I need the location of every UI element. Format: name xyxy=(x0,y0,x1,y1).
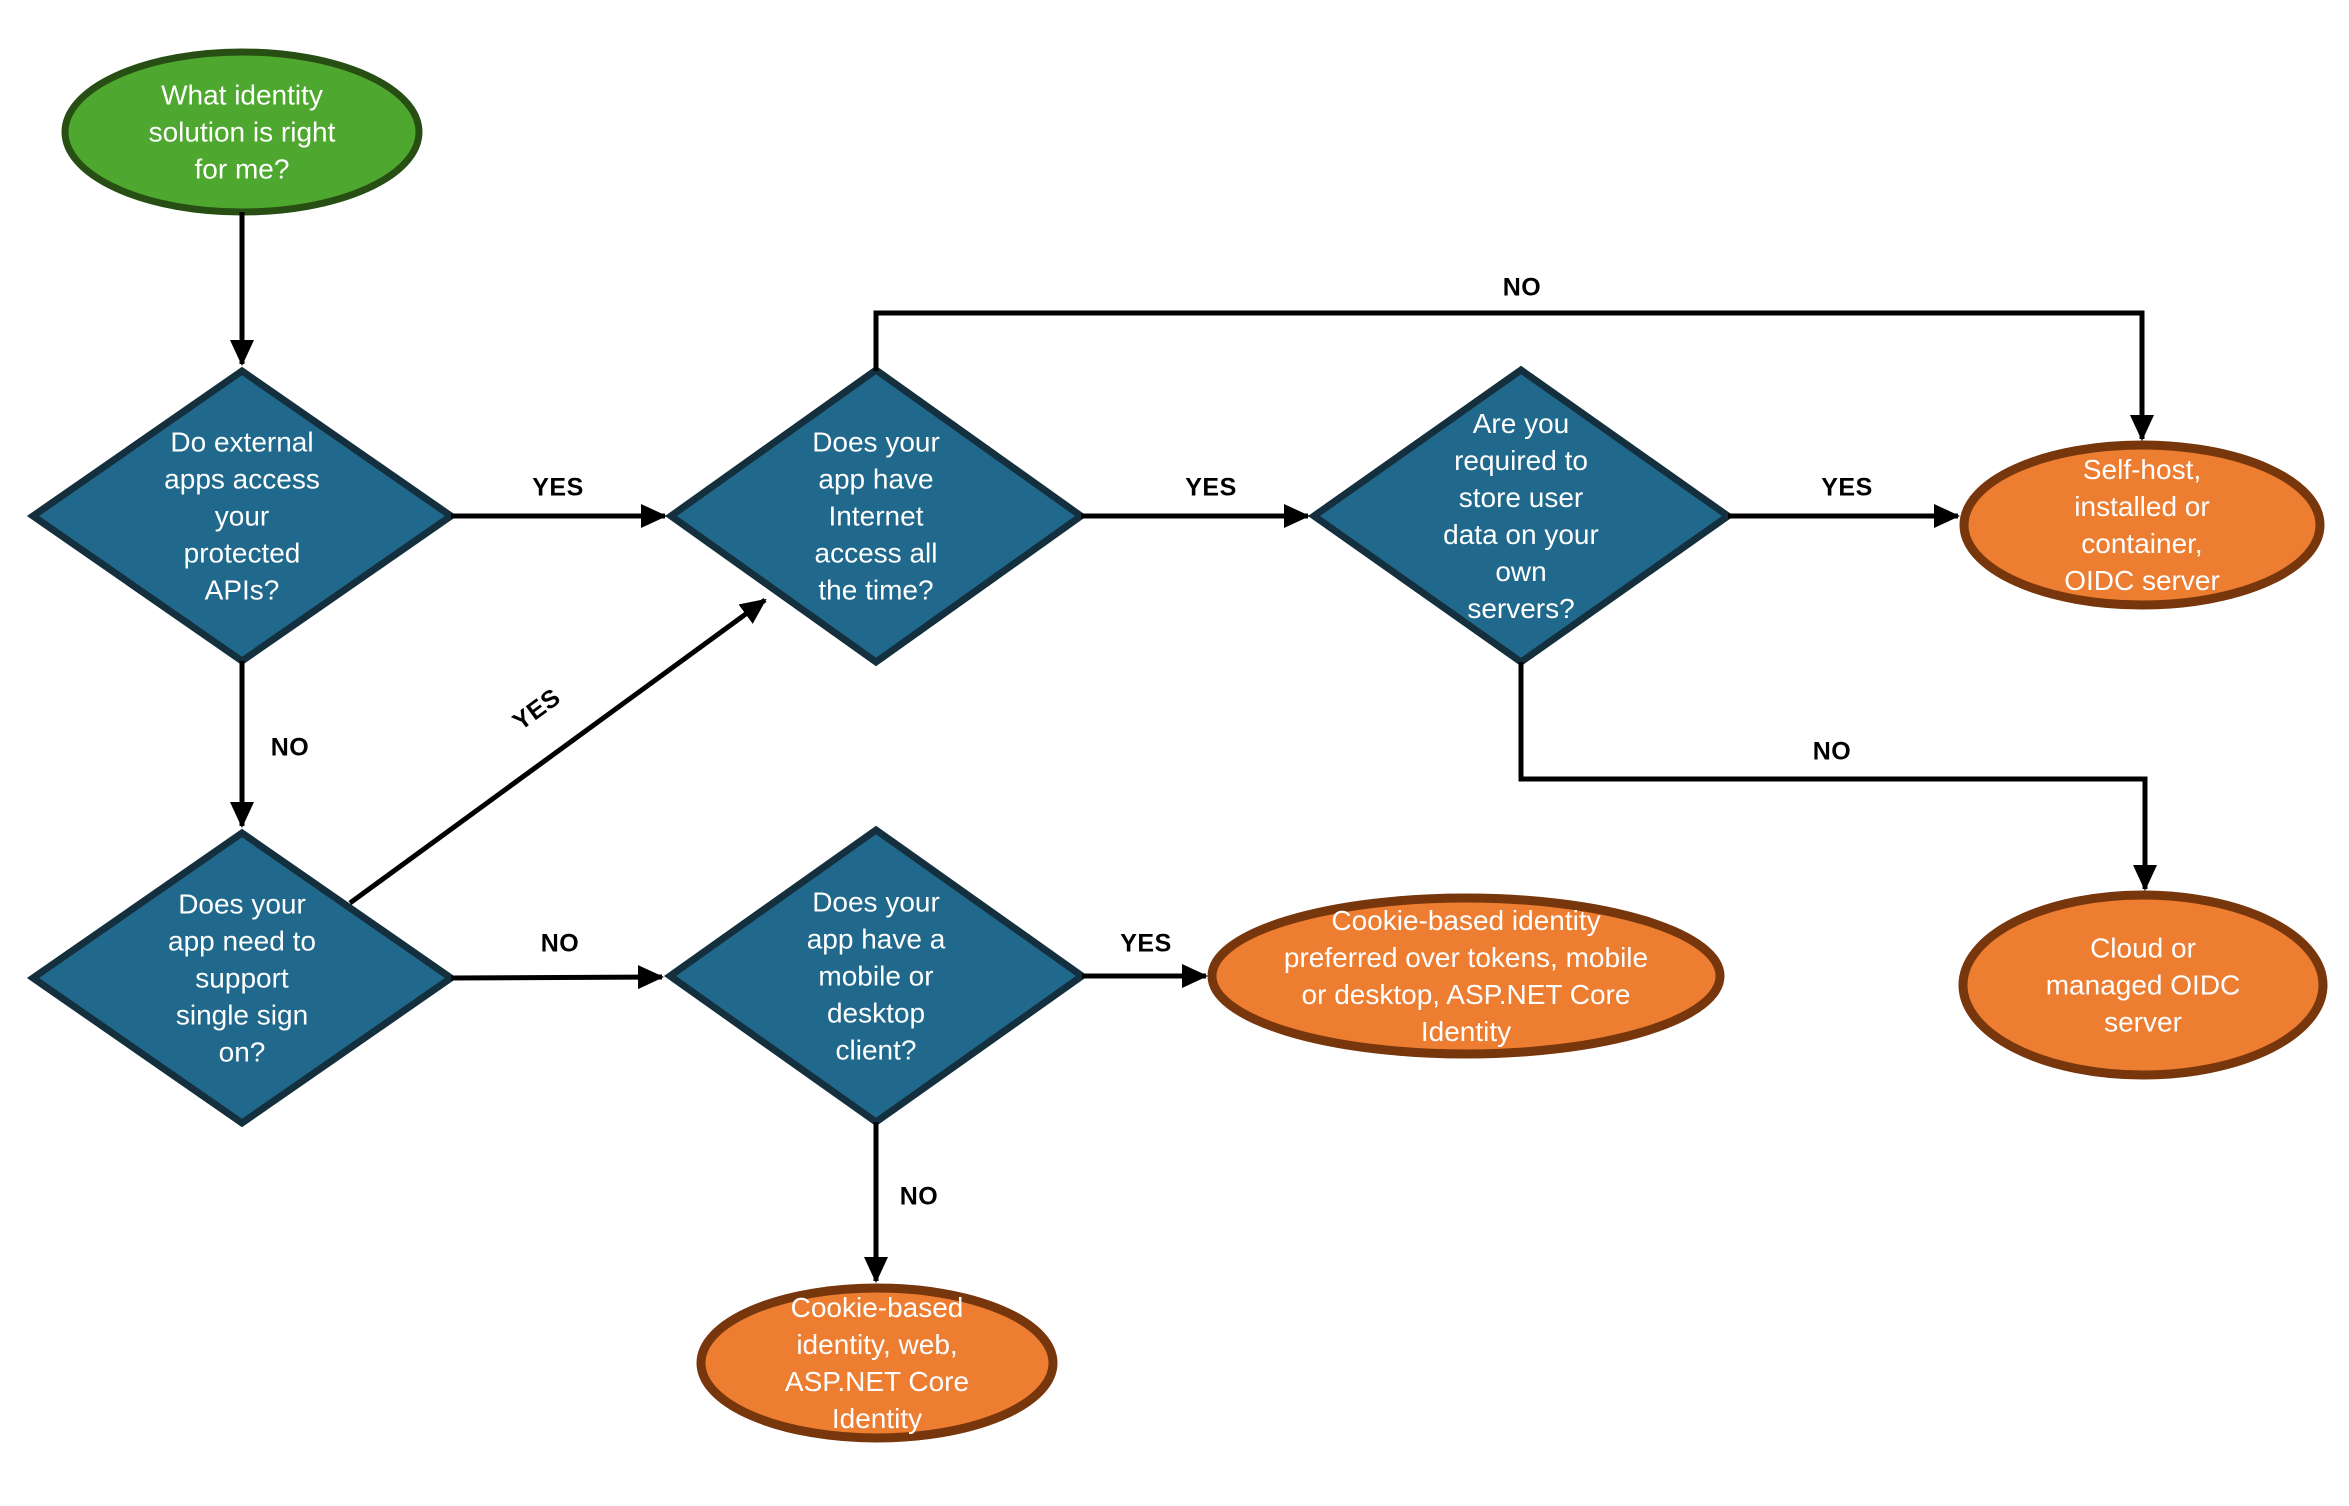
edge-label-internet-no: NO xyxy=(1502,273,1542,302)
edges xyxy=(230,212,2157,1283)
decision-store-user-data-shape xyxy=(1307,365,1735,667)
decision-single-sign-on-shape xyxy=(26,828,458,1128)
decision-internet-access-shape xyxy=(664,365,1088,667)
edge-label-store-data-no: NO xyxy=(1812,737,1852,766)
edge-label-mobile-no: NO xyxy=(899,1182,939,1211)
edge-label-external-apis-yes: YES xyxy=(532,473,584,502)
node-shapes xyxy=(26,48,2328,1443)
result-cookie-web-shape xyxy=(696,1283,1058,1443)
edge-label-external-apis-no: NO xyxy=(270,733,310,762)
edge-internet-no-to-self-host xyxy=(873,310,2154,441)
result-cookie-mobile-shape xyxy=(1207,893,1725,1059)
edge-label-sso-no: NO xyxy=(540,929,580,958)
edge-store-data-no-to-cloud xyxy=(1518,662,2157,891)
result-self-host-shape xyxy=(1959,440,2325,610)
decision-external-apis-shape xyxy=(26,366,458,666)
edge-sso-yes-to-internet xyxy=(348,597,767,906)
start-node-shape xyxy=(61,48,423,216)
result-cloud-oidc-shape xyxy=(1958,890,2328,1080)
edge-label-store-data-yes: YES xyxy=(1821,473,1873,502)
edge-label-internet-yes: YES xyxy=(1185,473,1237,502)
edge-sso-no-to-mobile-desktop xyxy=(450,965,664,990)
decision-mobile-desktop-shape xyxy=(663,825,1089,1127)
edge-label-mobile-yes: YES xyxy=(1120,929,1172,958)
